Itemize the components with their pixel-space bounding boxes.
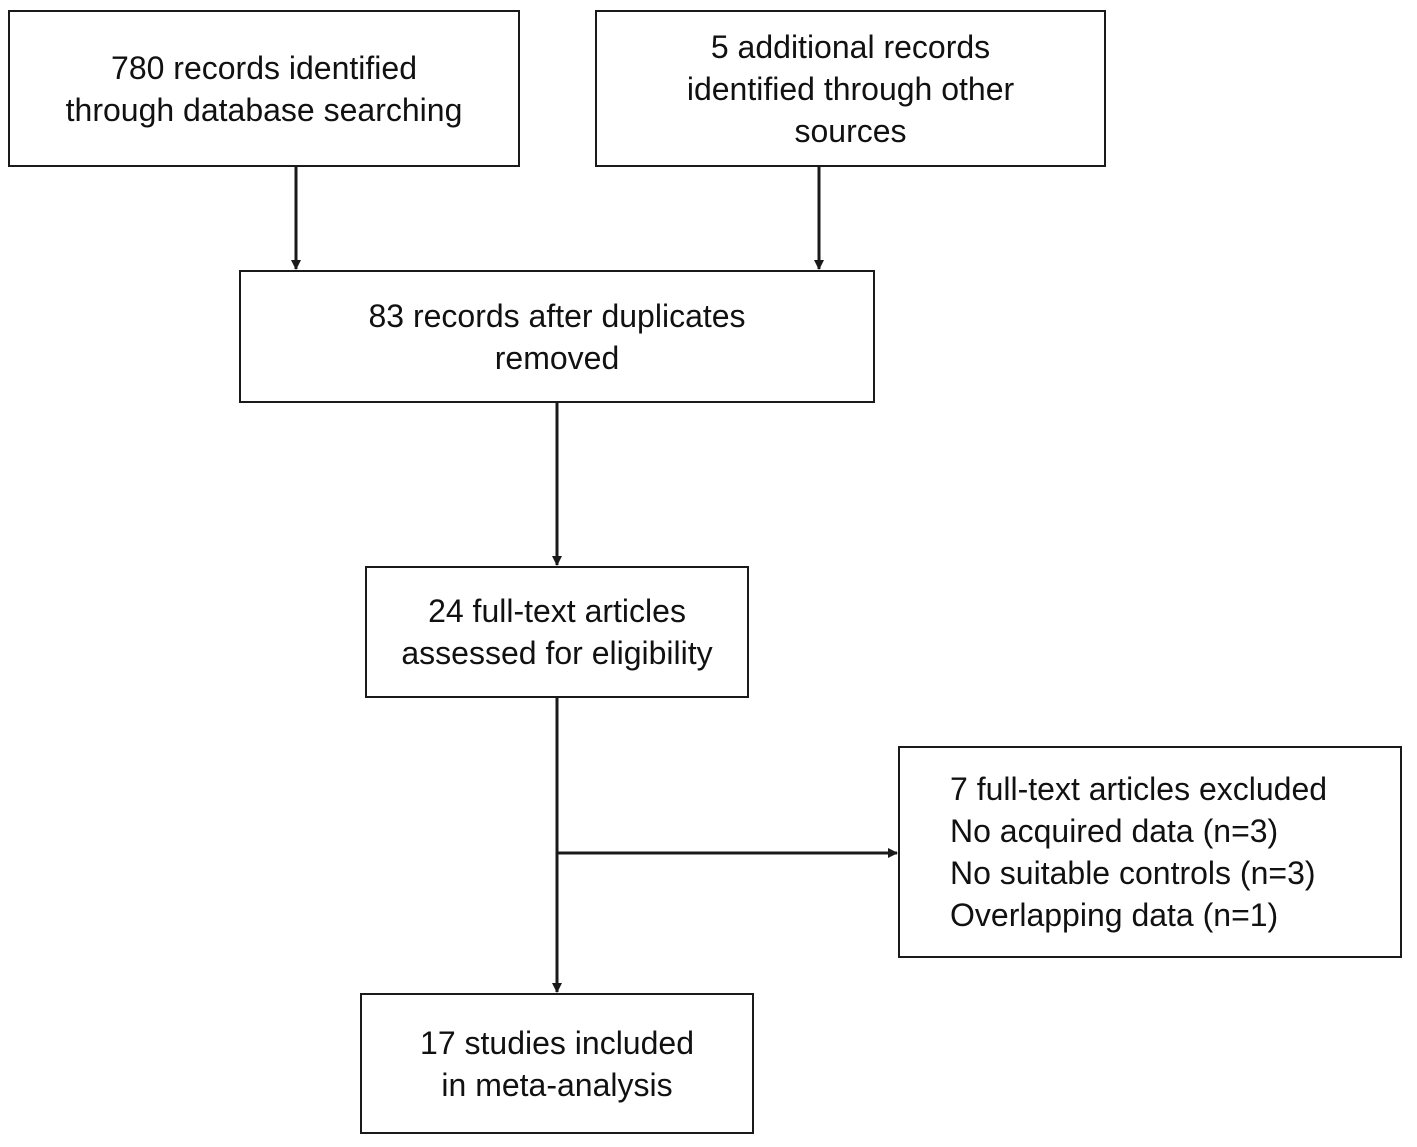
box-text-line: sources [794, 112, 907, 149]
records-identified-other-box: 5 additional records identified through … [595, 10, 1106, 167]
studies-included-box: 17 studies included in meta-analysis [360, 993, 754, 1134]
articles-excluded-box: 7 full-text articles excluded No acquire… [898, 746, 1402, 958]
box-text-line: No suitable controls (n=3) [950, 855, 1316, 891]
box-text-line: through database searching [65, 91, 463, 128]
box-text-line: 17 studies included [420, 1024, 694, 1061]
box-text-line: No acquired data (n=3) [950, 813, 1279, 849]
articles-assessed-box: 24 full-text articles assessed for eligi… [365, 566, 749, 698]
box-text-line: 780 records identified [111, 49, 417, 86]
box-text-line: Overlapping data (n=1) [950, 897, 1279, 933]
records-after-duplicates-box: 83 records after duplicates removed [239, 270, 875, 403]
box-text-line: in meta-analysis [441, 1066, 673, 1103]
records-identified-database-box: 780 records identified through database … [8, 10, 520, 167]
box-text-line: 83 records after duplicates [368, 297, 746, 334]
box-text-line: 5 additional records [710, 28, 991, 65]
box-text-line: 7 full-text articles excluded [950, 771, 1328, 807]
box-text-line: 24 full-text articles [428, 593, 686, 629]
box-text-line: assessed for eligibility [401, 635, 713, 671]
box-text-line: removed [494, 339, 620, 376]
box-text-line: identified through other [686, 70, 1015, 107]
